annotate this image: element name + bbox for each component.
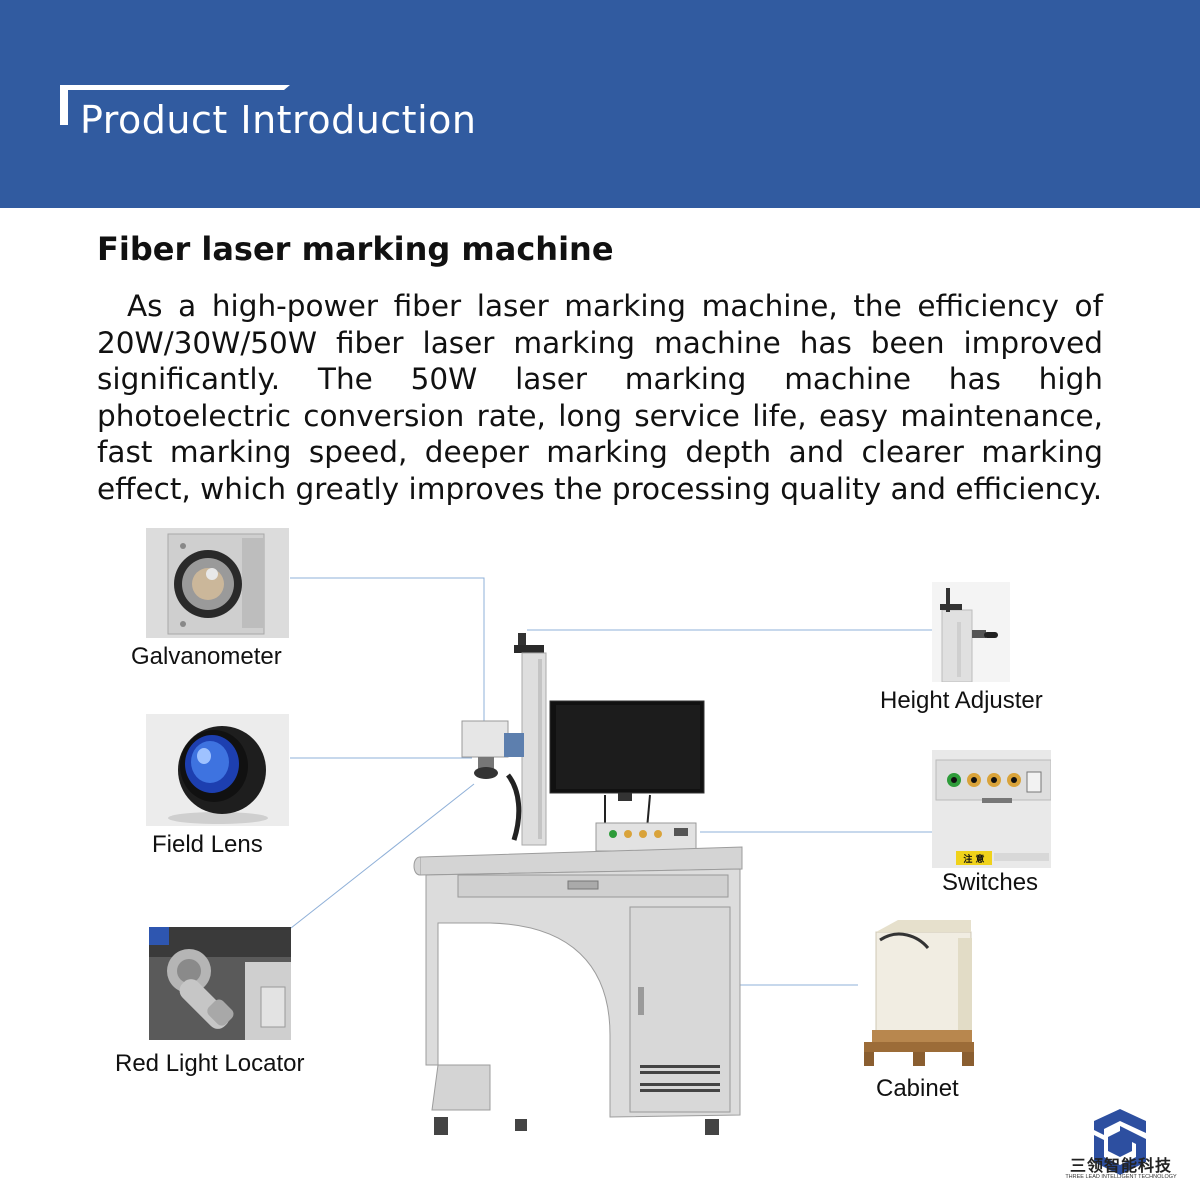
laser-marking-machine-illustration [413, 633, 743, 1135]
page-title: Product Introduction [80, 98, 477, 142]
switches-label: Switches [942, 869, 1039, 896]
company-name-english: THREE LEAD INTELLIGENT TECHNOLOGY [1065, 1174, 1177, 1180]
red-light-callout-line [290, 783, 475, 929]
company-logo [1094, 1109, 1146, 1175]
switches-warning-text: 注 意 [963, 853, 984, 865]
cabinet-label: Cabinet [876, 1075, 959, 1102]
company-name-chinese: 三领智能科技 [1069, 1156, 1172, 1175]
title-bracket-decoration [60, 85, 290, 125]
red-light-locator-label: Red Light Locator [115, 1050, 305, 1077]
cabinet-image [858, 918, 983, 1070]
product-name: Fiber laser marking machine [97, 230, 614, 268]
switches-image: 注 意 [932, 750, 1051, 868]
galvanometer-callout-line [290, 577, 485, 722]
galvanometer-image [146, 528, 289, 638]
header-banner: Product Introduction [0, 0, 1200, 208]
red-light-locator-image [149, 927, 291, 1040]
company-logo-mark [1094, 1109, 1146, 1175]
height-adjuster-image [932, 582, 1010, 682]
field-lens-image [146, 714, 289, 826]
height-adjuster-label: Height Adjuster [880, 687, 1043, 714]
product-description: As a high-power fiber laser marking mach… [97, 289, 1103, 506]
galvanometer-label: Galvanometer [131, 643, 282, 670]
field-lens-label: Field Lens [152, 831, 263, 858]
